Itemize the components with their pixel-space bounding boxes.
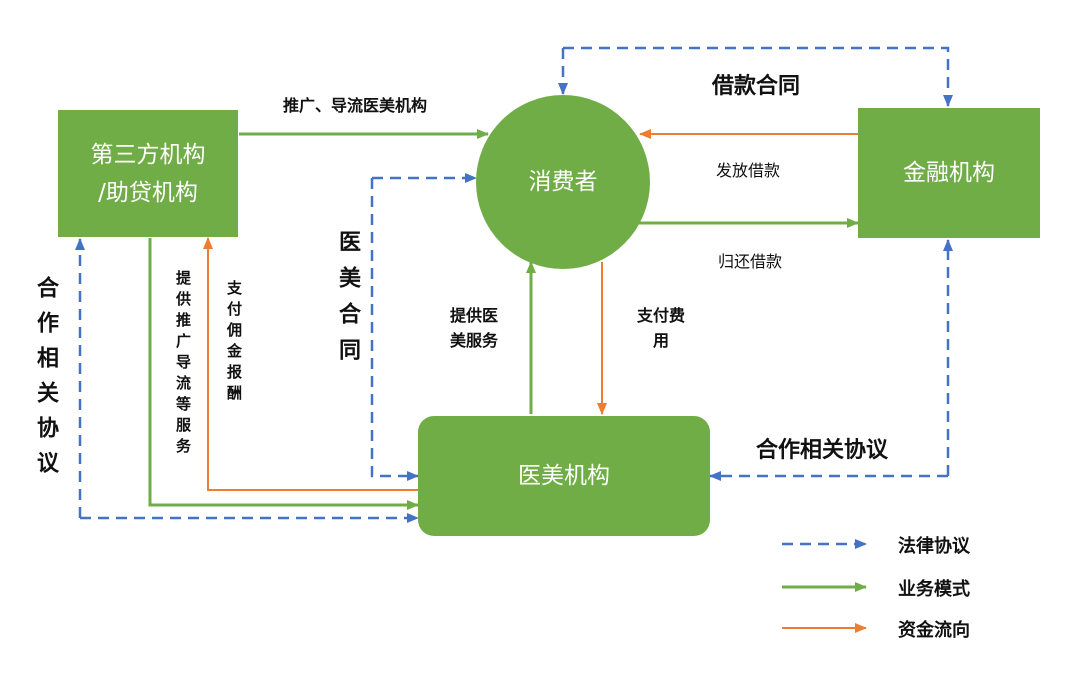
legend-funds-label: 资金流向 bbox=[898, 620, 970, 641]
financial-label: 金融机构 bbox=[903, 160, 995, 186]
coop-left-label: 合作相关协议 bbox=[33, 276, 58, 486]
provide-service-line2: 美服务 bbox=[450, 331, 499, 350]
third-party-label-line1: 第三方机构 bbox=[90, 141, 206, 168]
third-party-label-line2: /助贷机构 bbox=[98, 179, 198, 206]
repay-loan-label: 归还借款 bbox=[718, 252, 783, 271]
consumer-label: 消费者 bbox=[528, 169, 598, 195]
pay-fee-label: 支付费 用 bbox=[637, 303, 685, 353]
consumer-node-shape bbox=[476, 95, 650, 269]
issue-loan-label: 发放借款 bbox=[716, 161, 781, 180]
funds-arrow-commission-to-third-party bbox=[203, 237, 418, 491]
business-arrow-promo-service-to-clinic bbox=[148, 238, 419, 510]
financial-node: 金融机构 bbox=[858, 108, 1040, 238]
legend-legal-label: 法律协议 bbox=[898, 536, 970, 557]
clinic-label: 医美机构 bbox=[518, 463, 610, 489]
loan-contract-label: 借款合同 bbox=[712, 74, 801, 99]
promote-label: 推广、导流医美机构 bbox=[283, 96, 428, 115]
provide-service-line1: 提供医 bbox=[450, 306, 499, 325]
coop-right-label: 合作相关协议 bbox=[756, 438, 889, 463]
consumer-node: 消费者 bbox=[476, 95, 650, 269]
provide-service-label: 提供医 美服务 bbox=[450, 303, 498, 353]
pay-fee-line1: 支付费 bbox=[637, 306, 686, 325]
legal-arrow-loan-contract-to-financial bbox=[563, 46, 953, 107]
pay-commission-label: 支付佣金报酬 bbox=[225, 280, 243, 406]
legend-business-label: 业务模式 bbox=[898, 579, 970, 600]
third-party-node: 第三方机构 /助贷机构 bbox=[58, 110, 238, 237]
legal-arrow-medical-contract-to-clinic bbox=[370, 178, 419, 481]
clinic-node: 医美机构 bbox=[418, 416, 710, 536]
provide-promo-label: 提供推广导流等服务 bbox=[174, 270, 192, 459]
pay-fee-line2: 用 bbox=[653, 331, 670, 350]
medical-contract-label: 医美合同 bbox=[335, 230, 360, 374]
